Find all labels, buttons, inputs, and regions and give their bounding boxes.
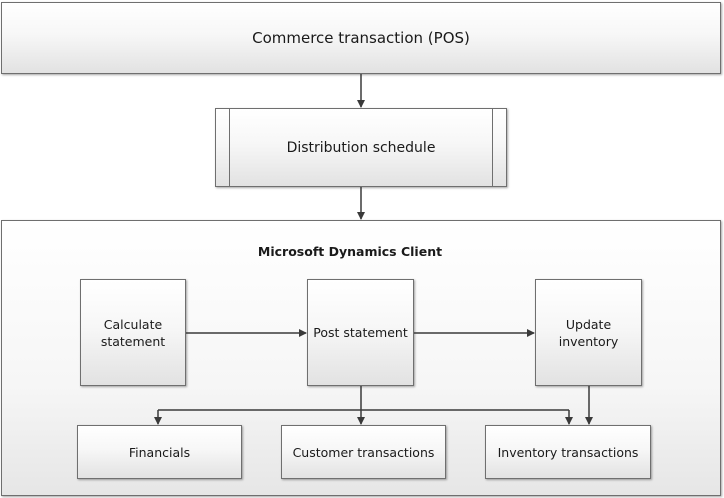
update-inventory-line2: inventory (558, 333, 619, 349)
financials-box: Financials (77, 425, 242, 479)
inventory-transactions-box: Inventory transactions (485, 425, 651, 479)
calculate-statement-line2: statement (100, 333, 166, 349)
commerce-transaction-label: Commerce transaction (POS) (252, 29, 470, 47)
financials-label: Financials (128, 444, 191, 460)
customer-transactions-label: Customer transactions (292, 444, 435, 460)
commerce-transaction-box: Commerce transaction (POS) (1, 2, 721, 74)
customer-transactions-box: Customer transactions (281, 425, 446, 479)
subprocess-right-bar (492, 109, 493, 186)
post-statement-label: Post statement (313, 325, 408, 340)
post-statement-box: Post statement (307, 279, 414, 386)
distribution-schedule-label: Distribution schedule (286, 139, 436, 156)
update-inventory-box: Update inventory (535, 279, 642, 386)
update-inventory-line1: Update (565, 316, 612, 332)
subprocess-left-bar (229, 109, 230, 186)
client-title: Microsoft Dynamics Client (257, 244, 443, 259)
distribution-schedule-box: Distribution schedule (215, 108, 507, 187)
inventory-transactions-label: Inventory transactions (497, 444, 639, 460)
calculate-statement-line1: Calculate (103, 316, 163, 332)
calculate-statement-box: Calculate statement (80, 279, 186, 386)
